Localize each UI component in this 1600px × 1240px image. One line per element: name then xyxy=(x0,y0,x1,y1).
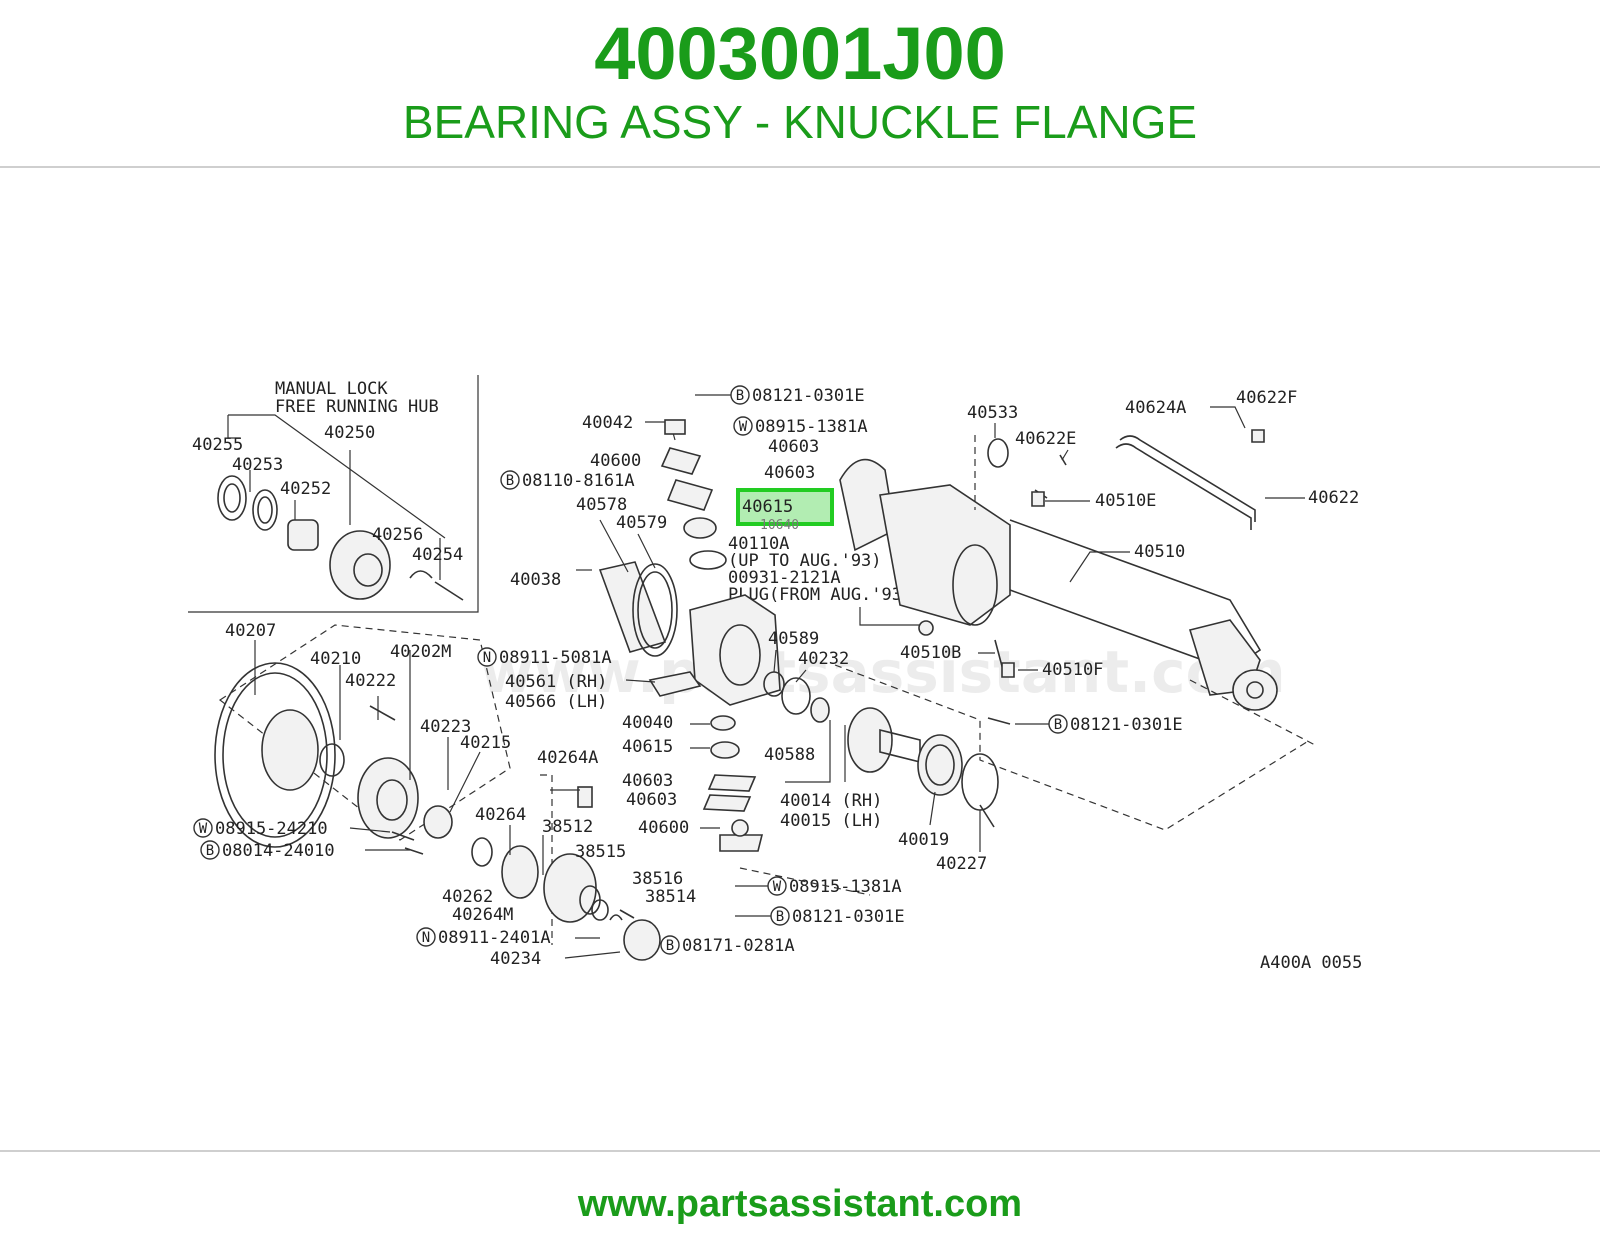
washer-mark-icon: W xyxy=(739,419,748,435)
label-40256: 40256 xyxy=(372,525,423,545)
label-40014-rh: 40014 (RH) xyxy=(780,791,882,811)
label-40250: 40250 xyxy=(324,423,375,443)
label-38512: 38512 xyxy=(542,817,593,837)
label-plug-from-aug-93: PLUG(FROM AUG.'93) xyxy=(728,585,912,605)
label-40202M: 40202M xyxy=(390,642,451,662)
label-40579: 40579 xyxy=(616,513,667,533)
label-08171-0281A: 08171-0281A xyxy=(682,936,795,956)
spindle-flange-group: 40588 40014 (RH) 40015 (LH) 40019 40227 xyxy=(764,664,1311,874)
label-08915-1381A-top: 08915-1381A xyxy=(755,417,868,437)
label-40207: 40207 xyxy=(225,621,276,641)
label-00931-2121A: 00931-2121A xyxy=(728,568,841,588)
label-08915-24210: 08915-24210 xyxy=(215,819,328,839)
label-08110-8161A: 08110-8161A xyxy=(522,471,635,491)
label-40603-d: 40603 xyxy=(626,790,677,810)
label-40510E: 40510E xyxy=(1095,491,1156,511)
watermark-text: www.partsassistant.com xyxy=(480,638,1286,706)
label-40566-lh: 40566 (LH) xyxy=(505,692,607,712)
label-10640: 10640 xyxy=(760,518,799,533)
label-40510B: 40510B xyxy=(900,643,961,663)
label-08014-24010: 08014-24010 xyxy=(222,841,335,861)
label-40589: 40589 xyxy=(768,629,819,649)
knuckle-group: B 08121-0301E 40042 W 08915-1381A 40600 … xyxy=(477,385,920,927)
label-40624A: 40624A xyxy=(1125,398,1186,418)
manual-lock-hub-inset: MANUAL LOCK FREE RUNNING HUB 40255 40253… xyxy=(188,375,479,613)
label-08911-2401A: 08911-2401A xyxy=(438,928,551,948)
label-40234: 40234 xyxy=(490,949,541,969)
bolt-mark-icon: B xyxy=(506,473,514,489)
label-40110A: 40110A xyxy=(728,534,789,554)
label-40215: 40215 xyxy=(460,733,511,753)
label-40254: 40254 xyxy=(412,545,463,565)
label-40223: 40223 xyxy=(420,717,471,737)
bolt-mark-icon: B xyxy=(776,909,784,925)
label-40578: 40578 xyxy=(576,495,627,515)
label-40227: 40227 xyxy=(936,854,987,874)
washer-mark-icon: W xyxy=(773,879,782,895)
header-divider xyxy=(0,166,1600,168)
site-url-link[interactable]: www.partsassistant.com xyxy=(577,1183,1023,1225)
label-40600-top: 40600 xyxy=(590,451,641,471)
label-40264A: 40264A xyxy=(537,748,598,768)
label-40015-lh: 40015 (LH) xyxy=(780,811,882,831)
highlighted-part-label[interactable]: 40615 xyxy=(742,497,793,517)
label-40510F: 40510F xyxy=(1042,660,1103,680)
bolt-mark-icon: B xyxy=(736,388,744,404)
label-40252: 40252 xyxy=(280,479,331,499)
label-40603-a: 40603 xyxy=(768,437,819,457)
label-40603-b: 40603 xyxy=(764,463,815,483)
inset-title-line1: MANUAL LOCK xyxy=(275,379,388,399)
label-40255: 40255 xyxy=(192,435,243,455)
bolt-mark-icon: B xyxy=(206,843,214,859)
label-40533: 40533 xyxy=(967,403,1018,423)
footer-divider xyxy=(0,1150,1600,1152)
label-38516: 38516 xyxy=(632,869,683,889)
label-40042: 40042 xyxy=(582,413,633,433)
inset-title-line2: FREE RUNNING HUB xyxy=(275,397,439,417)
axle-housing-group: 40533 40622E 40624A 40622F 40622 40510E … xyxy=(839,388,1359,746)
label-40262: 40262 xyxy=(442,887,493,907)
label-08121-0301E-bottom: 08121-0301E xyxy=(792,907,905,927)
label-40038: 40038 xyxy=(510,570,561,590)
nut-mark-icon: N xyxy=(422,930,430,946)
label-40600-lower: 40600 xyxy=(638,818,689,838)
label-40622E: 40622E xyxy=(1015,429,1076,449)
parts-diagram: www.partsassistant.com MANUAL LOCK FREE … xyxy=(188,375,1362,973)
label-40222: 40222 xyxy=(345,671,396,691)
bolt-mark-icon: B xyxy=(666,938,674,954)
part-name-subtitle: BEARING ASSY - KNUCKLE FLANGE xyxy=(402,96,1198,148)
label-38515: 38515 xyxy=(575,842,626,862)
nut-mark-icon: N xyxy=(483,650,491,666)
label-up-to-aug-93: (UP TO AUG.'93) xyxy=(728,551,882,571)
label-40264M: 40264M xyxy=(452,905,513,925)
label-40510: 40510 xyxy=(1134,542,1185,562)
highlighted-part-box[interactable] xyxy=(736,488,834,526)
label-38514: 38514 xyxy=(645,887,696,907)
diagram-code: A400A 0055 xyxy=(1260,953,1362,973)
label-08121-0301E-top: 08121-0301E xyxy=(752,386,865,406)
label-40232: 40232 xyxy=(798,649,849,669)
label-40622: 40622 xyxy=(1308,488,1359,508)
label-40588: 40588 xyxy=(764,745,815,765)
label-08911-5081A: 08911-5081A xyxy=(499,648,612,668)
washer-mark-icon: W xyxy=(199,821,208,837)
locking-hub-group: 40264 40262 40264M 40264A 38512 38515 38… xyxy=(416,748,795,969)
label-40019: 40019 xyxy=(898,830,949,850)
label-40561-rh: 40561 (RH) xyxy=(505,672,607,692)
label-08121-0301E-right: 08121-0301E xyxy=(1070,715,1183,735)
label-40264: 40264 xyxy=(475,805,526,825)
label-40253: 40253 xyxy=(232,455,283,475)
label-08915-1381A-bottom: 08915-1381A xyxy=(789,877,902,897)
rotor-hub-group: 40207 40210 40202M 40222 40223 40215 W 0… xyxy=(193,621,511,861)
label-40210: 40210 xyxy=(310,649,361,669)
label-40040: 40040 xyxy=(622,713,673,733)
bolt-mark-icon: B xyxy=(1054,717,1062,733)
label-40622F: 40622F xyxy=(1236,388,1297,408)
part-number-title: 4003001J00 xyxy=(594,12,1006,95)
label-40615-lower: 40615 xyxy=(622,737,673,757)
label-40603-c: 40603 xyxy=(622,771,673,791)
